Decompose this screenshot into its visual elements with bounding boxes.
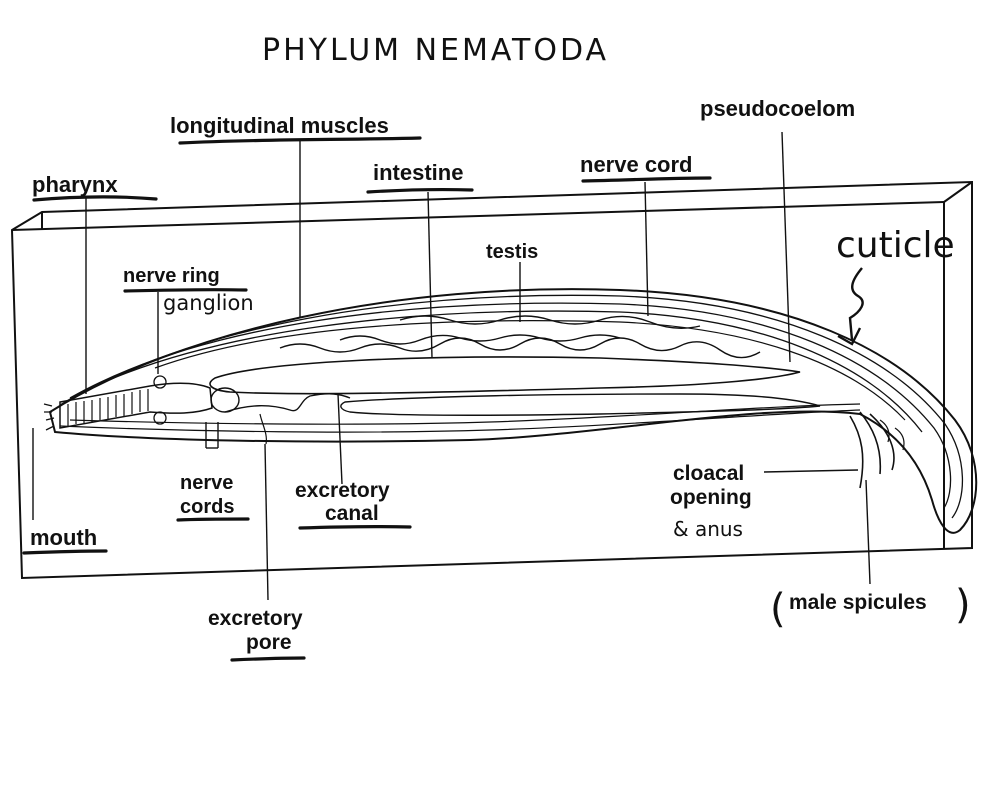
label-cloacal-1: cloacal	[673, 462, 744, 485]
label-excretory-pore-1: excretory	[208, 607, 303, 630]
underline-pharynx	[32, 195, 158, 202]
leader-lines	[32, 131, 871, 601]
worm-body	[43, 288, 978, 534]
underline-mouth	[22, 549, 108, 555]
label-excretory-canal-2: canal	[325, 502, 379, 525]
cuticle-arrow	[837, 267, 864, 346]
label-ganglion: ganglion	[163, 291, 254, 315]
label-testis: testis	[486, 241, 538, 263]
diagram-title: PHYLUM NEMATODA	[262, 33, 609, 68]
label-nerve-cord: nerve cord	[580, 152, 693, 177]
label-excretory-canal-1: excretory	[295, 479, 390, 502]
paren-close: )	[955, 582, 971, 628]
label-nerve-cords-1: nerve	[180, 472, 233, 494]
underline-nerve-cord	[581, 176, 712, 183]
labels: longitudinal muscles pseudocoelom pharyn…	[22, 96, 971, 662]
underline-nerve-ring	[123, 287, 248, 293]
label-mouth: mouth	[30, 525, 97, 550]
label-pharynx: pharynx	[32, 172, 118, 197]
label-pseudocoelom: pseudocoelom	[700, 96, 855, 121]
underline-intestine	[366, 188, 474, 194]
label-male-spicules: male spicules	[789, 591, 927, 614]
label-excretory-pore-2: pore	[246, 631, 292, 654]
paren-open: (	[770, 586, 786, 632]
label-nerve-cords-2: cords	[180, 496, 234, 518]
underline-longitudinal-muscles	[178, 136, 422, 145]
label-cloacal-3: & anus	[673, 517, 743, 541]
label-nerve-ring: nerve ring	[123, 265, 220, 287]
specimen-box	[10, 180, 973, 580]
label-intestine: intestine	[373, 160, 463, 185]
underline-excretory-pore	[230, 656, 306, 662]
underline-nerve-cords	[176, 517, 250, 522]
label-cloacal-2: opening	[670, 486, 752, 509]
underline-excretory-canal	[298, 524, 412, 530]
label-longitudinal-muscles: longitudinal muscles	[170, 113, 389, 138]
label-cuticle: cuticle	[836, 225, 955, 266]
